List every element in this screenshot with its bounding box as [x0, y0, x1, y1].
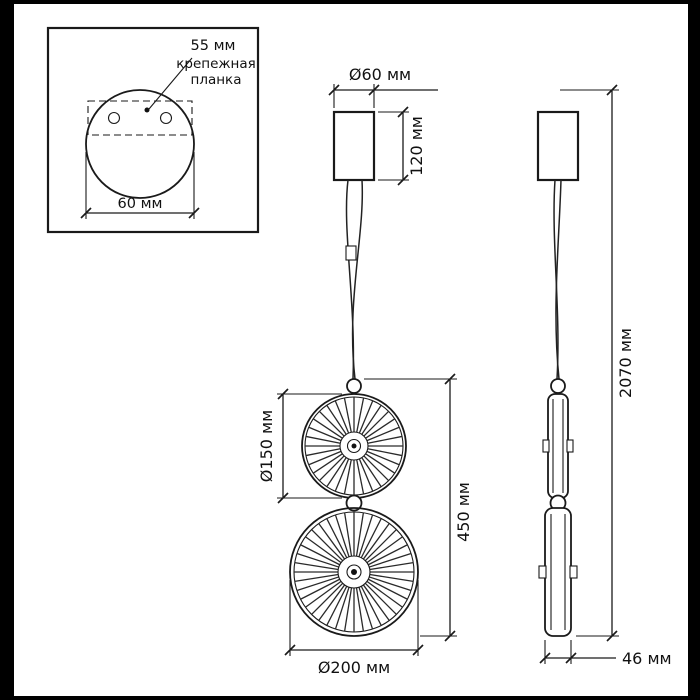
front-upper-disc-label: Ø150 мм: [257, 410, 276, 482]
bead-top-side: [550, 378, 566, 394]
plate-label-line1: крепежная: [176, 56, 256, 72]
wire-connector-front: [345, 245, 357, 261]
dimension-side-46: 46 мм: [539, 640, 672, 668]
wire-strand-side-2: [555, 179, 562, 380]
bead-middle-front: [345, 494, 363, 512]
cup-bottom-circle: [85, 89, 195, 199]
frame-top-bar: [0, 0, 700, 4]
wire-strand-front-2: [351, 179, 364, 380]
frame-right-bar: [688, 0, 700, 700]
dimension-side-2070: 2070 мм: [560, 84, 635, 642]
front-lower-disc-label: Ø200 мм: [318, 658, 390, 677]
dimension-front-120: 120 мм: [378, 106, 426, 186]
hole-spacing-label: 55 мм: [191, 38, 236, 54]
side-view: 2070 мм 46 мм: [536, 84, 672, 668]
ceiling-cup-side: [536, 110, 580, 182]
front-cup-diameter-label: Ø60 мм: [349, 65, 411, 84]
lower-disc-front: [289, 507, 419, 637]
frame-left-bar: [0, 0, 14, 700]
ceiling-cup-front: [332, 110, 376, 182]
upper-disc-spokes: [305, 397, 403, 495]
front-cup-height-label: 120 мм: [407, 116, 426, 176]
plate-label-line2: планка: [191, 72, 242, 88]
inset-cup-diameter-label: 60 мм: [118, 196, 163, 212]
mounting-hole-right: [159, 111, 173, 125]
inset-box: [46, 26, 260, 234]
frame-bottom-bar: [0, 696, 700, 700]
side-total-height-label: 2070 мм: [616, 328, 635, 398]
mounting-hole-left: [107, 111, 121, 125]
dimension-front-d150: Ø150 мм: [257, 388, 342, 504]
dimension-inset-60: 60 мм: [80, 152, 200, 219]
leader-line: [148, 57, 193, 110]
inset-mounting-view: 55 мм крепежная планка 60 мм: [46, 26, 260, 234]
side-width-label: 46 мм: [622, 649, 672, 668]
dimension-front-d200: Ø200 мм: [284, 580, 424, 677]
mounting-plate-dashed-rect: [87, 100, 193, 136]
lower-disc-side: [538, 507, 578, 637]
front-view: Ø60 мм 120 мм Ø150 мм 450 мм: [257, 65, 473, 677]
leader-dot: [144, 107, 150, 113]
upper-disc-front: [301, 393, 407, 499]
bead-top-front: [346, 378, 362, 394]
upper-disc-side: [542, 393, 574, 499]
front-discs-height-label: 450 мм: [454, 482, 473, 542]
dimension-front-450: 450 мм: [364, 373, 473, 642]
lower-disc-spokes: [294, 512, 414, 632]
dimension-front-d60: Ø60 мм: [328, 65, 438, 108]
